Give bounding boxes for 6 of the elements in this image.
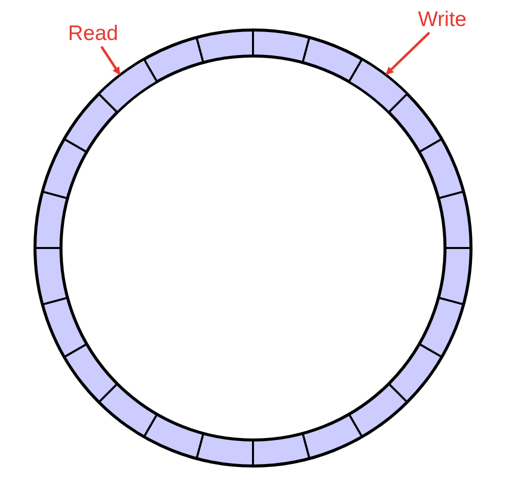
pointer-arrow xyxy=(385,32,430,76)
buffer-slot xyxy=(98,58,158,114)
pointer-arrow xyxy=(100,46,121,76)
pointer-label: Read xyxy=(68,22,118,46)
pointer-label: Write xyxy=(418,8,467,32)
buffer-slot xyxy=(348,58,408,114)
